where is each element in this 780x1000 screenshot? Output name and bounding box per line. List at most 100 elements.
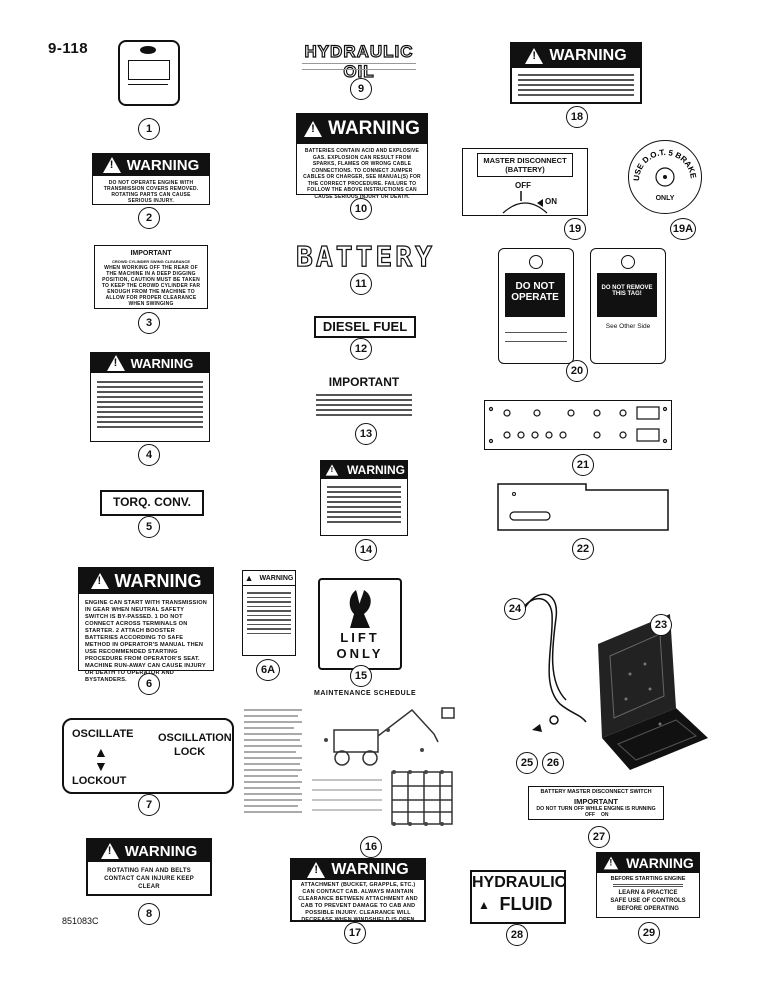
warning-label: WARNING (259, 574, 294, 582)
decal-21-panel-plate (484, 400, 672, 450)
decal-3-important: IMPORTANT CROWD CYLINDER SWING CLEARANCE… (94, 245, 208, 309)
decal-1-instrument-panel (118, 40, 180, 106)
decal-27-on: ON (601, 812, 609, 818)
callout-15: 15 (350, 665, 372, 687)
decal-19-off: OFF (515, 181, 531, 190)
decal-15-only: ONLY (336, 646, 384, 661)
warning-label: WARNING (328, 118, 420, 139)
decal-14-warning: WARNING (320, 460, 408, 536)
reference-code: 851083C (62, 916, 99, 926)
decal-28-hydraulic: HYDRAULIC (472, 874, 567, 891)
decal-27-off: OFF (585, 812, 595, 818)
callout-16: 16 (360, 836, 382, 858)
callout-11: 11 (350, 273, 372, 295)
callout-10: 10 (350, 198, 372, 220)
decal-28-fluid: FLUID (499, 894, 553, 914)
lever-icon (349, 590, 371, 628)
warning-label: WARNING (549, 47, 627, 64)
callout-8: 8 (138, 903, 160, 925)
decal-17-text: ATTACHMENT (BUCKET, GRAPPLE, ETC.) CAN C… (298, 882, 418, 923)
decal-5-text: TORQ. CONV. (112, 495, 192, 509)
decal-29-line3: BEFORE OPERATING (617, 906, 679, 912)
battery-box-assembly (517, 593, 708, 770)
maintenance-diagram (244, 707, 455, 826)
callout-22: 22 (572, 538, 594, 560)
warning-triangle-icon (102, 157, 121, 173)
decal-19a-only: ONLY (655, 195, 675, 202)
callout-29: 29 (638, 922, 660, 944)
warning-triangle-icon (90, 573, 109, 589)
decal-12-diesel-fuel: DIESEL FUEL (314, 316, 416, 338)
decal-29-line2: SAFE USE OF CONTROLS (610, 898, 686, 904)
callout-20: 20 (566, 360, 588, 382)
callout-5: 5 (138, 516, 160, 538)
warning-label: WARNING (130, 355, 194, 371)
warning-label: WARNING (126, 156, 200, 174)
decal-16-title: MAINTENANCE SCHEDULE (314, 690, 417, 697)
callout-7: 7 (138, 794, 160, 816)
decal-29-line1: LEARN & PRACTICE (618, 890, 678, 896)
decal-7-oscillate: OSCILLATE (72, 728, 134, 740)
decal-15-lift-only: LIFT ONLY (318, 578, 402, 670)
callout-4: 4 (138, 444, 160, 466)
callout-13: 13 (355, 423, 377, 445)
callout-14: 14 (355, 539, 377, 561)
decal-2-text: DO NOT OPERATE ENGINE WITH TRANSMISSION … (103, 180, 199, 204)
decal-27-master-disconnect: BATTERY MASTER DISCONNECT SWITCH IMPORTA… (528, 786, 664, 820)
callout-9: 9 (350, 78, 372, 100)
decal-19-master-disconnect: MASTER DISCONNECT (BATTERY) OFF ON (462, 148, 588, 216)
tag-do-not: DO NOT (515, 281, 555, 292)
decal-2-warning: WARNING DO NOT OPERATE ENGINE WITH TRANS… (92, 153, 210, 205)
decal-9-subline (302, 63, 416, 70)
callout-12: 12 (350, 338, 372, 360)
decal-6a-warning: ▲ WARNING (242, 570, 296, 656)
warning-triangle-icon (525, 48, 544, 64)
decal-6-warning: WARNING ENGINE CAN START WITH TRANSMISSI… (78, 567, 214, 683)
callout-19a: 19A (670, 218, 696, 240)
decal-20-tag-do-not-operate: DO NOT OPERATE (498, 248, 574, 364)
decal-7-oscillation: OSCILLATE OSCILLATION LOCK ▲ ▼ LOCKOUT (62, 718, 234, 794)
callout-2: 2 (138, 207, 160, 229)
decal-7-lockout: LOCKOUT (72, 775, 127, 787)
decal-19-title: MASTER DISCONNECT (483, 156, 567, 165)
decal-15-lift: LIFT (340, 630, 380, 645)
decal-12-text: DIESEL FUEL (322, 319, 408, 334)
callout-21: 21 (572, 454, 594, 476)
decal-8-text: ROTATING FAN AND BELTS CONTACT CAN INJUR… (104, 868, 194, 890)
warning-triangle-icon (106, 355, 125, 371)
decal-9-hydraulic-oil: HYDRAULIC OIL (304, 41, 414, 81)
callout-24: 24 (504, 598, 526, 620)
warning-triangle-icon (603, 856, 619, 870)
page-number: 9-118 (48, 40, 89, 57)
decal-19a-brake-fluid: USE D.O.T. 5 BRAKE FLUID ONLY (628, 140, 702, 214)
decal-13-important: IMPORTANT (316, 375, 412, 419)
decal-16-maintenance-schedule: MAINTENANCE SCHEDULE (242, 690, 456, 830)
callout-6: 6 (138, 673, 160, 695)
fluid-drop-icon: ▲ (478, 898, 490, 912)
decal-3-body: WHEN WORKING OFF THE REAR OF THE MACHINE… (101, 265, 201, 307)
decal-19-subtitle: (BATTERY) (505, 165, 545, 174)
decal-6-text: ENGINE CAN START WITH TRANSMISSION IN GE… (85, 600, 207, 683)
callout-28: 28 (506, 924, 528, 946)
callout-18: 18 (566, 106, 588, 128)
warning-label: WARNING (331, 861, 409, 878)
decal-10-warning: WARNING BATTERIES CONTAIN ACID AND EXPLO… (296, 113, 428, 200)
decal-27-line3: DO NOT TURN OFF WHILE ENGINE IS RUNNING (536, 806, 656, 812)
warning-triangle-icon (307, 862, 326, 878)
decal-27-line2: IMPORTANT (573, 797, 619, 806)
callout-26: 26 (542, 752, 564, 774)
brake-fluid-ring-text: USE D.O.T. 5 BRAKE FLUID (629, 141, 698, 187)
callout-17: 17 (344, 922, 366, 944)
callout-23: 23 (650, 614, 672, 636)
decal-13-title: IMPORTANT (328, 375, 400, 389)
decal-8-warning: WARNING ROTATING FAN AND BELTS CONTACT C… (86, 838, 212, 896)
decal-5-torq-conv: TORQ. CONV. (100, 490, 204, 516)
callout-25: 25 (516, 752, 538, 774)
warning-triangle-icon: ▲ (244, 573, 254, 583)
svg-text:USE D.O.T. 5 BRAKE FLUID: USE D.O.T. 5 BRAKE FLUID (629, 141, 698, 181)
warning-label: WARNING (124, 842, 198, 860)
callout-6a: 6A (256, 659, 280, 681)
warning-triangle-icon (304, 121, 323, 137)
decal-17-warning: WARNING ATTACHMENT (BUCKET, GRAPPLE, ETC… (290, 858, 426, 923)
decal-7-oscillation: OSCILLATION (158, 732, 232, 744)
